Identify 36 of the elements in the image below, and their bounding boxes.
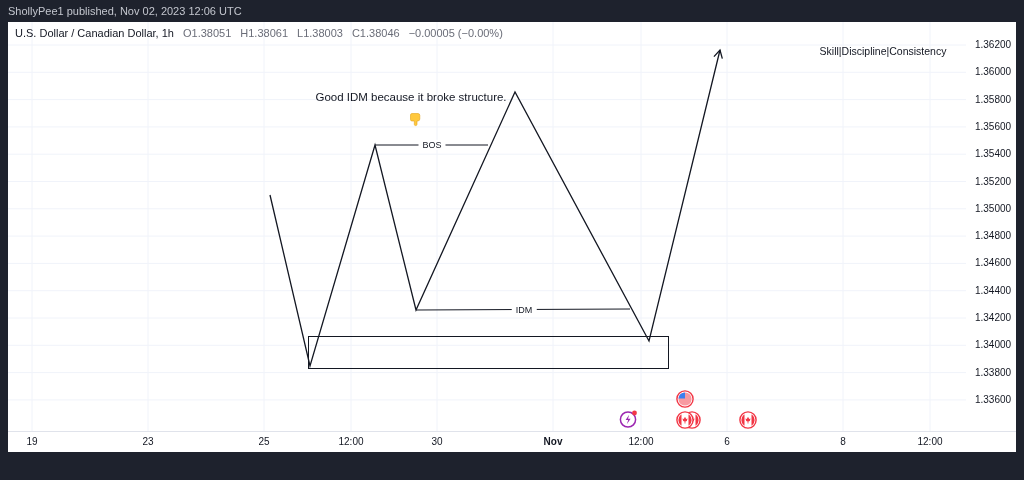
price-tick-label: 1.35200 bbox=[974, 175, 1012, 188]
price-tick-label: 1.34600 bbox=[974, 257, 1012, 270]
ohlc-value: L1.38003 bbox=[297, 27, 343, 40]
time-tick-label: 30 bbox=[431, 436, 443, 448]
time-tick-label: 6 bbox=[724, 436, 730, 448]
price-tick-label: 1.36000 bbox=[974, 66, 1012, 79]
ohlc-value: O1.38051 bbox=[182, 27, 232, 40]
price-tick-label: 1.35000 bbox=[974, 203, 1012, 215]
price-tick-label: 1.34800 bbox=[974, 230, 1012, 242]
price-change-value: −0.00005 (−0.00%) bbox=[408, 27, 503, 40]
price-tick-label: 1.35600 bbox=[974, 121, 1012, 133]
ohlc-value: H1.38061 bbox=[240, 27, 288, 40]
time-tick-label: 12:00 bbox=[338, 436, 364, 448]
price-tick-label: 1.34400 bbox=[974, 284, 1012, 297]
ohlc-value: C1.38046 bbox=[351, 27, 400, 40]
price-tick-label: 1.35800 bbox=[974, 93, 1012, 106]
annotation-text: Good IDM because it broke structure. bbox=[315, 91, 507, 105]
time-tick-label: 12:00 bbox=[628, 436, 654, 448]
price-tick-label: 1.33800 bbox=[974, 366, 1012, 379]
time-tick-label: Nov bbox=[543, 436, 563, 448]
price-tick-label: 1.33600 bbox=[974, 394, 1012, 406]
time-tick-label: 19 bbox=[26, 436, 38, 448]
time-tick-label: 12:00 bbox=[917, 436, 943, 448]
time-tick-label: 25 bbox=[258, 436, 270, 448]
line-label: BOS bbox=[418, 139, 446, 151]
zone-rectangle bbox=[308, 336, 669, 369]
price-tick-label: 1.34200 bbox=[974, 312, 1012, 324]
price-tick-label: 1.36200 bbox=[974, 39, 1012, 51]
line-label: IDM bbox=[511, 304, 537, 316]
time-tick-label: 23 bbox=[142, 436, 154, 448]
symbol-title: U.S. Dollar / Canadian Dollar, 1h bbox=[15, 27, 174, 40]
time-tick-label: 8 bbox=[840, 436, 846, 448]
tagline-text: Skill|Discipline|Consistency bbox=[819, 44, 947, 58]
price-tick-label: 1.35400 bbox=[974, 148, 1012, 160]
publish-info-text: ShollyPee1 published, Nov 02, 2023 12:06 UTC bbox=[8, 4, 242, 18]
price-tick-label: 1.34000 bbox=[974, 339, 1012, 352]
